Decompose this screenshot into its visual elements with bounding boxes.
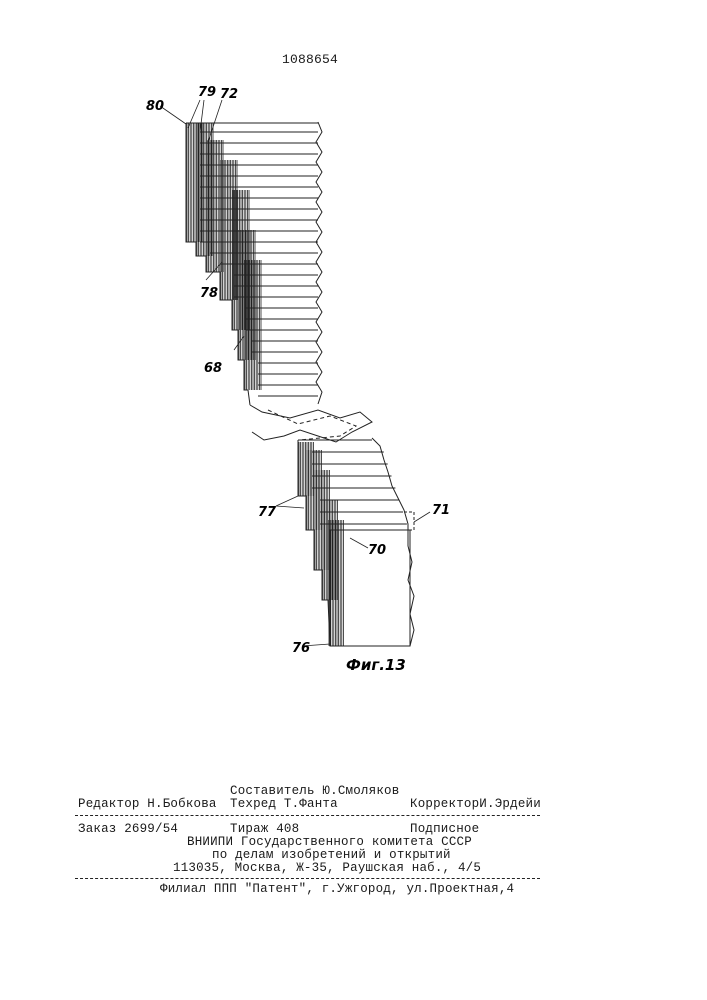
org-address: 113035, Москва, Ж-35, Раушская наб., 4/5 [173, 861, 481, 875]
figure-caption: Фиг.13 [346, 656, 406, 674]
label-79: 79 [198, 85, 216, 100]
label-77: 77 [258, 505, 277, 520]
org-line-1: ВНИИПИ Государственного комитета СССР [187, 835, 472, 849]
lower-wavy-edge [372, 438, 414, 646]
techred-line: Техред Т.Фанта [230, 797, 338, 811]
branch-line: Филиал ППП "Патент", г.Ужгород, ул.Проек… [160, 882, 514, 896]
label-68: 68 [204, 361, 222, 376]
divider-1 [75, 815, 540, 816]
label-78: 78 [200, 286, 218, 301]
label-72: 72 [220, 87, 238, 102]
circulation-line: Тираж 408 [230, 822, 299, 836]
subscription-line: Подписное [410, 822, 479, 836]
label-80: 80 [146, 99, 164, 114]
org-line-2: по делам изобретений и открытий [212, 848, 451, 862]
editor-line: Редактор Н.Бобкова [78, 797, 217, 811]
corrector-line: КорректорИ.Эрдейи [410, 797, 541, 811]
lower-hatching [299, 442, 343, 646]
break-lines [250, 405, 372, 442]
upper-wavy-edge [316, 122, 322, 404]
label-76: 76 [292, 641, 310, 656]
order-line: Заказ 2699/54 [78, 822, 178, 836]
divider-2 [75, 878, 540, 879]
compiler-line: Составитель Ю.Смоляков [230, 784, 399, 798]
label-71: 71 [432, 503, 450, 518]
lower-stepped-edge [298, 440, 330, 646]
label-70: 70 [368, 543, 386, 558]
